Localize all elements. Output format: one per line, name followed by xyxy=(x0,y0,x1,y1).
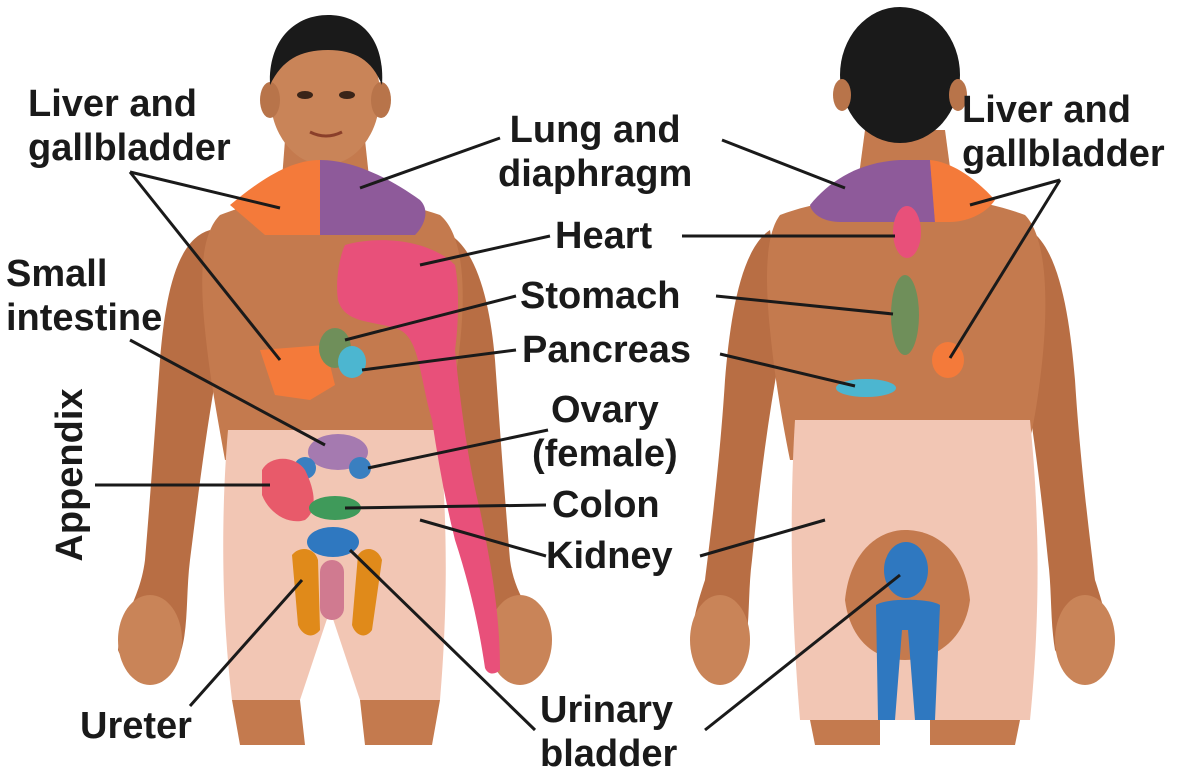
label-line: (female) xyxy=(532,433,678,475)
front-liver-region-shoulder xyxy=(230,160,320,235)
label-kidney: Kidney xyxy=(546,534,673,578)
front-right-eye xyxy=(339,91,355,99)
leader-colon xyxy=(344,503,547,510)
label-lung-diaphragm: Lung and diaphragm xyxy=(498,108,692,196)
label-line: Liver and xyxy=(962,89,1131,131)
leader-lung-front xyxy=(359,136,501,190)
label-line: Ureter xyxy=(80,705,192,747)
front-lung-region xyxy=(320,160,426,235)
leader-liver-back-2 xyxy=(948,179,1062,359)
back-lung-region xyxy=(810,160,935,222)
front-colon-region xyxy=(309,496,361,520)
front-pancreas-region xyxy=(338,346,366,378)
leader-liver-front-2 xyxy=(128,171,282,361)
label-ureter: Ureter xyxy=(80,704,192,748)
front-bladder-region xyxy=(307,527,359,557)
back-stomach-region xyxy=(891,275,919,355)
label-line: Urinary xyxy=(540,689,674,731)
label-pancreas: Pancreas xyxy=(522,328,691,372)
leader-liver-back-1 xyxy=(969,178,1061,207)
front-genital xyxy=(320,560,344,620)
front-ureter-region xyxy=(292,548,382,636)
back-figure xyxy=(690,7,1115,745)
label-line: bladder xyxy=(540,733,678,775)
back-left-hand xyxy=(1055,595,1115,685)
label-stomach: Stomach xyxy=(520,274,680,318)
back-right-ear xyxy=(949,79,967,111)
label-line: Ovary xyxy=(550,389,659,431)
label-line: Kidney xyxy=(546,535,673,577)
front-heart-region xyxy=(337,240,500,674)
front-right-ear xyxy=(371,82,391,118)
label-small-intestine: Small intestine xyxy=(6,252,162,340)
back-liver-region-lower xyxy=(932,342,964,378)
leader-kidney-back xyxy=(699,518,826,558)
back-left-ear xyxy=(833,79,851,111)
label-line: Small xyxy=(6,253,108,295)
label-line: intestine xyxy=(6,297,163,339)
front-appendix-region xyxy=(262,458,314,522)
front-figure xyxy=(118,15,552,745)
leader-ureter xyxy=(188,579,304,707)
label-line: Lung and xyxy=(509,109,681,151)
back-pancreas-region xyxy=(836,379,896,397)
label-line: gallbladder xyxy=(28,127,231,169)
label-line: Colon xyxy=(552,484,660,526)
label-ovary: Ovary (female) xyxy=(532,388,678,476)
front-ovary-region-left xyxy=(349,457,371,479)
front-left-hand xyxy=(488,595,552,685)
label-line: Pancreas xyxy=(522,329,692,371)
front-mouth xyxy=(309,130,343,138)
leader-small-intestine xyxy=(129,338,326,447)
front-right-hand xyxy=(118,595,182,685)
label-line: Appendix xyxy=(49,388,91,562)
front-hair xyxy=(269,15,383,85)
label-colon: Colon xyxy=(552,483,660,527)
back-bladder-region xyxy=(884,542,928,598)
label-heart: Heart xyxy=(555,214,652,258)
front-left-ear xyxy=(260,82,280,118)
back-head xyxy=(840,7,960,143)
leader-bladder-back xyxy=(704,573,901,732)
label-line: gallbladder xyxy=(962,133,1165,175)
label-line: Heart xyxy=(555,215,653,257)
leader-bladder-front xyxy=(348,548,537,732)
leader-stomach-front xyxy=(344,294,517,342)
label-urinary-bladder: Urinary bladder xyxy=(540,688,677,776)
back-heart-region xyxy=(893,206,921,258)
front-head xyxy=(270,25,380,165)
leader-liver-front-1 xyxy=(129,170,281,210)
leader-lung-back xyxy=(721,138,846,190)
leader-kidney-front xyxy=(419,518,547,558)
leader-heart-front xyxy=(419,234,551,267)
label-line: diaphragm xyxy=(498,153,693,195)
label-liver-gallbladder-front: Liver and gallbladder xyxy=(28,82,231,170)
back-right-hand xyxy=(690,595,750,685)
leader-stomach-back xyxy=(715,294,894,316)
leader-pancreas-back xyxy=(719,352,856,388)
label-liver-gallbladder-back: Liver and gallbladder xyxy=(962,88,1165,176)
label-appendix: Appendix xyxy=(48,388,92,561)
front-legs xyxy=(232,700,440,745)
back-legs xyxy=(810,720,1020,745)
leader-pancreas-front xyxy=(361,348,517,372)
back-ureter-region xyxy=(876,599,940,720)
leader-ovary xyxy=(367,428,549,470)
front-right-arm xyxy=(118,230,225,673)
leader-lines xyxy=(95,136,1062,732)
back-liver-region-shoulder xyxy=(930,160,995,222)
back-right-arm xyxy=(693,230,785,665)
front-left-eye xyxy=(297,91,313,99)
label-line: Liver and xyxy=(28,83,197,125)
label-line: Stomach xyxy=(520,275,681,317)
